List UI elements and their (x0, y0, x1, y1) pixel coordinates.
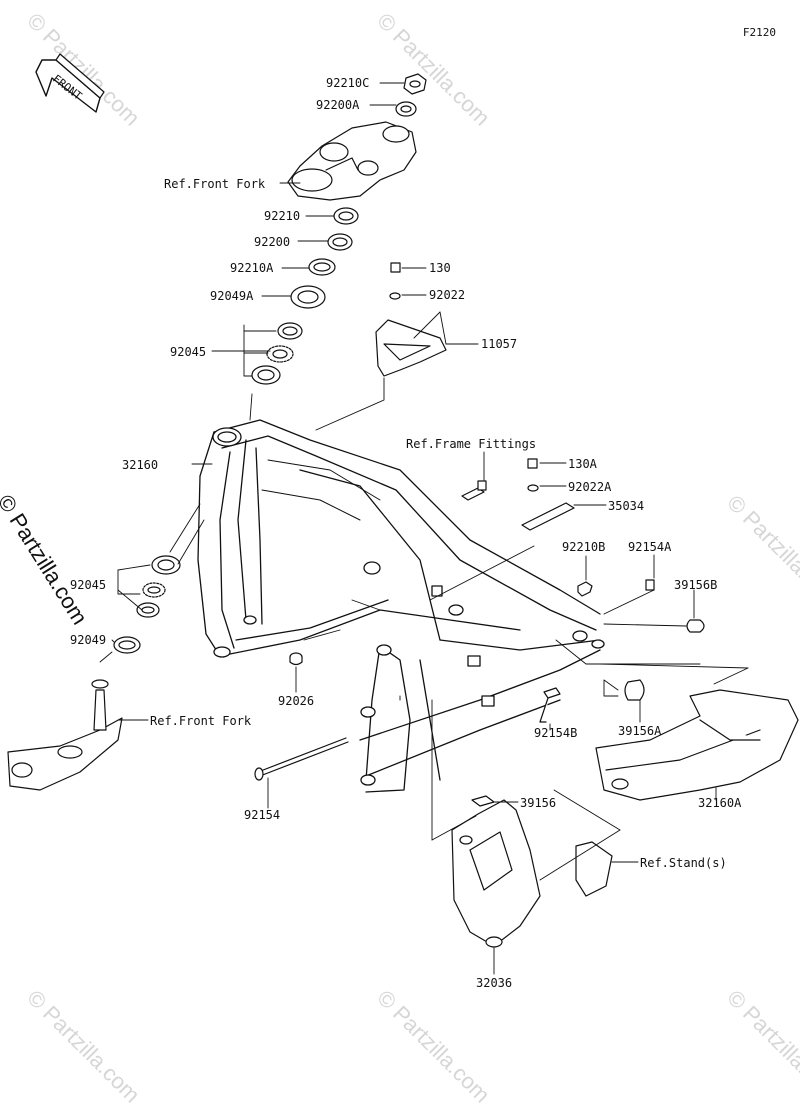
bracket-11057 (375, 319, 447, 377)
label-92210: 92210 (264, 209, 301, 223)
label-92154b: 92154B (534, 726, 578, 740)
lower-bearing-stack (113, 555, 181, 654)
nut-92210c (403, 73, 427, 95)
label-ref-front-fork-top: Ref.Front Fork (164, 177, 266, 191)
label-ref-front-fork-bottom: Ref.Front Fork (150, 714, 252, 728)
spacer-92026 (289, 652, 303, 666)
label-92210b: 92210B (562, 540, 606, 554)
rod-35034 (521, 502, 575, 531)
label-92210c: 92210C (326, 76, 370, 90)
bolt-130a (527, 458, 539, 492)
diagram-code: F2120 (742, 26, 776, 39)
label-92049a: 92049A (210, 289, 254, 303)
bolt-92154b (539, 687, 561, 723)
label-92045-bottom: 92045 (70, 578, 107, 592)
label-92154: 92154 (244, 808, 281, 822)
label-32160: 32160 (122, 458, 159, 472)
label-92210a: 92210A (230, 261, 274, 275)
label-92026: 92026 (278, 694, 315, 708)
label-92200a: 92200A (316, 98, 360, 112)
label-92154a: 92154A (628, 540, 672, 554)
label-35034: 35034 (608, 499, 645, 513)
stand-bracket (575, 841, 613, 897)
footrest-bracket-32036 (451, 799, 541, 948)
label-39156b: 39156B (674, 578, 718, 592)
label-39156: 39156 (520, 796, 557, 810)
front-arrow-icon: FRONT (35, 53, 105, 113)
label-92045-top: 92045 (170, 345, 207, 359)
long-bolt-92154 (257, 737, 349, 777)
nut-92210b (577, 581, 593, 597)
upper-triple-clamp (287, 121, 417, 201)
cap-39156a (624, 679, 645, 701)
label-92022a: 92022A (568, 480, 612, 494)
stem-bearing-stack (251, 207, 359, 385)
lower-steering-stem (7, 679, 123, 791)
leader-lines (99, 82, 749, 975)
label-32160a: 32160A (698, 796, 742, 810)
bolt-92154a (645, 579, 655, 591)
label-39156a: 39156A (618, 724, 662, 738)
label-11057: 11057 (481, 337, 518, 351)
label-130a: 130A (568, 457, 597, 471)
label-92049: 92049 (70, 633, 107, 647)
cap-39156b (686, 619, 705, 633)
label-92022: 92022 (429, 288, 466, 302)
label-ref-stands: Ref.Stand(s) (640, 856, 727, 870)
main-frame-32160 (197, 419, 605, 793)
bolt-130 (389, 262, 401, 300)
frame-parts-diagram: FRONT (7, 53, 799, 975)
frame-fitting-bolt (461, 487, 485, 501)
label-32036: 32036 (476, 976, 513, 990)
label-130: 130 (429, 261, 451, 275)
label-92200: 92200 (254, 235, 291, 249)
pad-39156 (471, 795, 495, 807)
washer-92200a (395, 101, 417, 117)
label-ref-frame-fittings: Ref.Frame Fittings (406, 437, 537, 451)
rear-subframe-32160a (595, 689, 799, 801)
